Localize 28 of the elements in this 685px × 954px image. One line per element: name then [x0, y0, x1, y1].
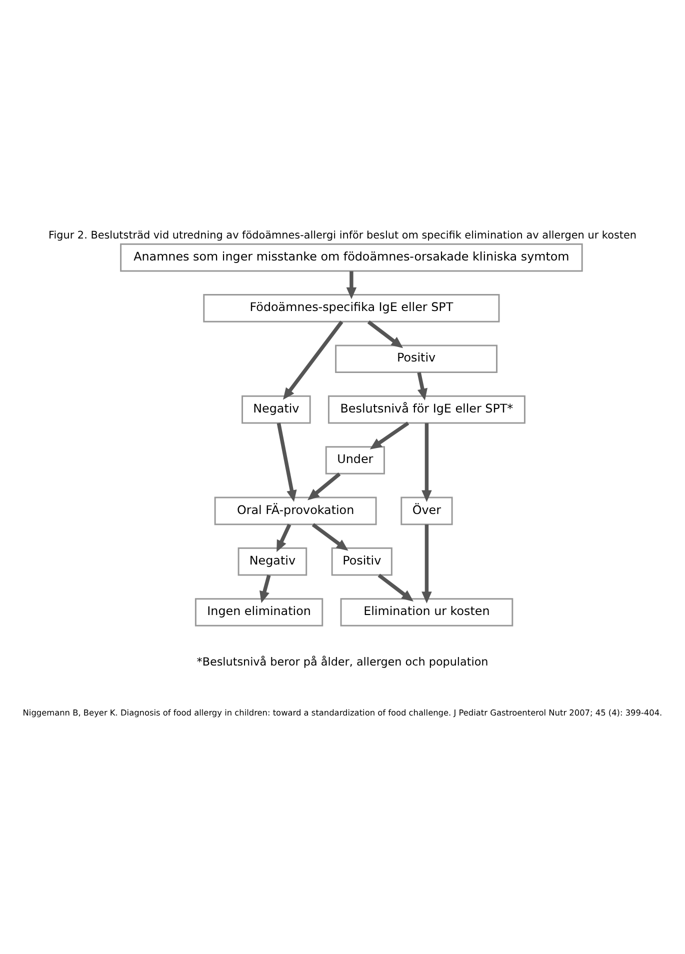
diagram-title: Figur 2. Beslutsträd vid utredning av födoämnes-allergi inför beslut om specifik elimination av allergen ur kosten: [48, 229, 637, 242]
node-box: Positiv: [335, 344, 498, 374]
node-box: Oral FÄ-provokation: [214, 496, 377, 526]
arrow: [422, 423, 432, 502]
node-box: Beslutsnivå för IgE eller SPT*: [328, 395, 526, 424]
node-box: Över: [400, 496, 453, 526]
node-box: Elimination ur kosten: [340, 598, 514, 626]
arrow: [422, 524, 432, 604]
arrow: [378, 574, 414, 602]
arrow: [260, 574, 271, 603]
label: *Beslutsnivå beror på ålder, allergen och population: [196, 656, 488, 669]
node-box: Under: [325, 446, 385, 474]
node-box: Negativ: [238, 547, 308, 576]
arrow: [283, 320, 344, 400]
arrow: [367, 320, 404, 348]
node-box: Anamnes som inger misstanke om födoämnes-orsakade kliniska symtom: [120, 243, 583, 272]
arrow: [346, 271, 357, 300]
arrow: [276, 524, 292, 552]
node-box: Födoämnes-specifika IgE eller SPT: [203, 294, 500, 322]
arrow: [312, 523, 348, 551]
node-box: Negativ: [242, 395, 311, 424]
label: Niggemann B, Beyer K. Diagnosis of food allergy in children: toward a standardization of food challenge. J Pediatr Gastroenterol Nutr 2007; 45 (4): 399-404.: [22, 708, 662, 718]
node-box: Positiv: [331, 547, 392, 576]
arrow: [276, 422, 297, 502]
arrow: [308, 472, 341, 500]
arrow: [417, 372, 428, 400]
node-box: Ingen elimination: [194, 598, 324, 626]
arrow: [370, 422, 410, 450]
